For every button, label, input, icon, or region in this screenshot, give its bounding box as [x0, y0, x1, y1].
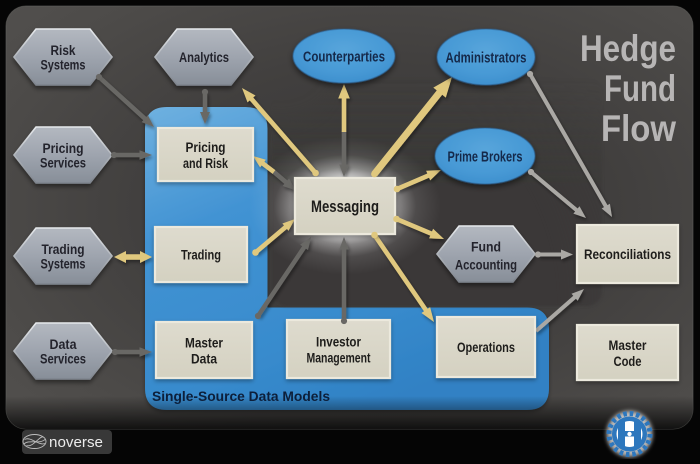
svg-text:Pricing: Pricing [43, 141, 84, 156]
svg-text:Analytics: Analytics [179, 50, 229, 65]
svg-text:Pricing: Pricing [186, 140, 226, 155]
svg-text:Single-Source Data Models: Single-Source Data Models [152, 388, 330, 404]
svg-text:Investor: Investor [316, 335, 362, 350]
svg-text:Master: Master [185, 336, 224, 351]
svg-text:Fund: Fund [604, 68, 676, 109]
svg-text:Administrators: Administrators [446, 51, 527, 67]
svg-text:Accounting: Accounting [455, 258, 517, 273]
svg-text:and Risk: and Risk [183, 156, 228, 171]
svg-text:Systems: Systems [41, 58, 86, 73]
svg-text:Hedge: Hedge [580, 28, 676, 69]
svg-text:Systems: Systems [41, 257, 86, 272]
svg-text:Services: Services [40, 156, 86, 171]
svg-text:Trading: Trading [181, 248, 221, 263]
svg-text:Prime Brokers: Prime Brokers [448, 150, 523, 166]
svg-text:Risk: Risk [51, 43, 76, 58]
svg-text:Operations: Operations [457, 340, 515, 355]
svg-text:Management: Management [307, 351, 371, 366]
svg-text:Counterparties: Counterparties [303, 50, 385, 66]
svg-text:Fund: Fund [471, 240, 501, 255]
svg-text:noverse: noverse [49, 434, 103, 451]
svg-text:Trading: Trading [42, 242, 85, 257]
svg-text:Reconciliations: Reconciliations [584, 247, 671, 262]
svg-text:Master: Master [609, 338, 648, 353]
svg-text:Services: Services [40, 352, 86, 367]
svg-text:Data: Data [191, 352, 217, 367]
svg-text:Code: Code [614, 354, 642, 369]
svg-text:Messaging: Messaging [311, 198, 379, 216]
svg-text:Flow: Flow [601, 108, 676, 149]
svg-text:Data: Data [50, 337, 77, 352]
